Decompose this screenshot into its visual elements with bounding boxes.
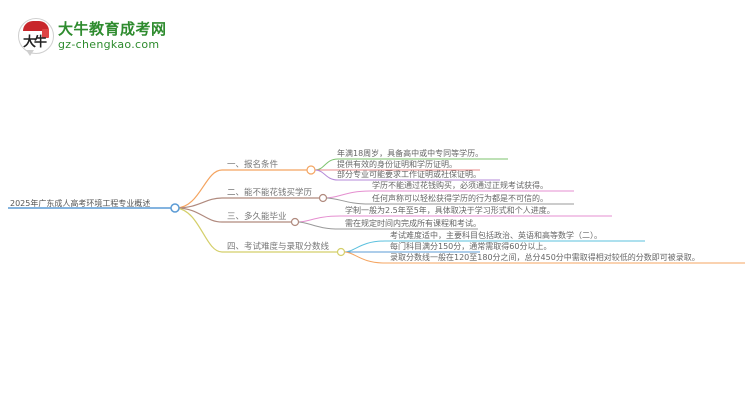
leaf-node[interactable]: 部分专业可能要求工作证明或社保证明。 — [337, 170, 481, 179]
leaf-node[interactable]: 提供有效的身份证明和学历证明。 — [337, 160, 457, 169]
branch-buy-degree[interactable]: 二、能不能花钱买学历 — [227, 188, 313, 198]
logo-url: gz-chengkao.com — [58, 38, 160, 51]
leaf-node[interactable]: 年满18周岁，具备高中或中专同等学历。 — [337, 149, 484, 158]
root-node-dot — [170, 203, 180, 213]
logo: 大牛 大牛教育成考网 gz-chengkao.com — [18, 14, 218, 60]
branch-graduation-time[interactable]: 三、多久能毕业 — [227, 212, 287, 222]
leaf-node[interactable]: 学制一般为2.5年至5年，具体取决于学习形式和个人进度。 — [345, 206, 555, 215]
leaf-node[interactable]: 学历不能通过花钱购买，必须通过正规考试获得。 — [372, 181, 548, 190]
logo-icon: 大牛 — [18, 18, 54, 54]
leaf-node[interactable]: 需在规定时间内完成所有课程和考试。 — [345, 219, 481, 228]
logo-title: 大牛教育成考网 — [58, 20, 167, 38]
branch-registration[interactable]: 一、报名条件 — [227, 160, 279, 170]
branch-exam-difficulty[interactable]: 四、考试难度与录取分数线 — [227, 242, 330, 252]
leaf-node[interactable]: 每门科目满分150分，通常需取得60分以上。 — [390, 242, 552, 251]
leaf-node[interactable]: 考试难度适中，主要科目包括政治、英语和高等数学（二）。 — [390, 231, 602, 240]
leaf-node[interactable]: 任何声称可以轻松获得学历的行为都是不可信的。 — [372, 194, 548, 203]
leaf-node[interactable]: 录取分数线一般在120至180分之间，总分450分中需取得相对较低的分数即可被录… — [390, 253, 700, 262]
root-node[interactable]: 2025年广东成人高考环境工程专业概述 — [10, 199, 151, 208]
